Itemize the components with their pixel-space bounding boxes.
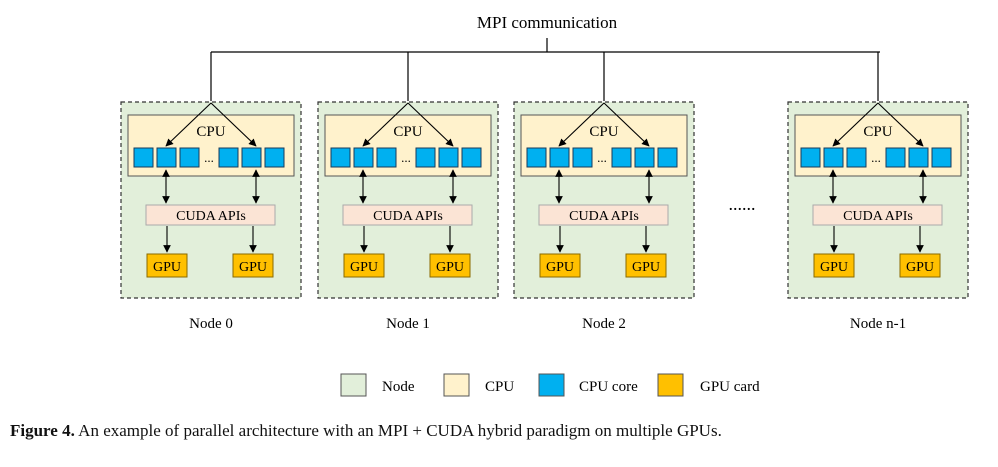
node-label: Node n-1 xyxy=(850,316,906,332)
cpu-core xyxy=(611,147,632,168)
gpu-label: GPU xyxy=(820,260,848,275)
cuda-label: CUDA APIs xyxy=(843,209,913,224)
cuda-label: CUDA APIs xyxy=(373,209,443,224)
cpu-core xyxy=(264,147,285,168)
cpu-label: CPU xyxy=(863,124,892,140)
cpu-core xyxy=(438,147,459,168)
dispatch-arrow xyxy=(877,102,924,147)
node-label: Node 0 xyxy=(189,316,233,332)
gpu-card xyxy=(343,253,385,278)
dispatch-arrow xyxy=(832,102,879,147)
cpu-label: CPU xyxy=(589,124,618,140)
legend-label: CPU core xyxy=(579,379,638,395)
figure-caption: Figure 4. An example of parallel archite… xyxy=(10,421,722,441)
gpu-label: GPU xyxy=(632,260,660,275)
gpu-card xyxy=(899,253,941,278)
cuda-box xyxy=(145,204,276,226)
legend-swatch xyxy=(657,373,684,397)
cpu-core xyxy=(931,147,952,168)
cpu-core xyxy=(572,147,593,168)
node-label: Node 2 xyxy=(582,316,626,332)
caption-prefix: Figure 4. xyxy=(10,421,75,440)
cpu-core xyxy=(885,147,906,168)
gpu-card xyxy=(539,253,581,278)
legend-item: CPU core xyxy=(538,373,638,397)
core-ellipsis: ... xyxy=(597,150,607,165)
gpu-label: GPU xyxy=(350,260,378,275)
cpu-core xyxy=(133,147,154,168)
cpu-core xyxy=(461,147,482,168)
dispatch-arrow xyxy=(362,102,409,147)
cpu-core xyxy=(823,147,844,168)
gpu-card xyxy=(813,253,855,278)
diagram-title: MPI communication xyxy=(477,13,618,32)
gpu-card xyxy=(429,253,471,278)
gpu-card xyxy=(232,253,274,278)
legend: Node CPU CPU core GPU card xyxy=(340,373,760,397)
cpu-core xyxy=(800,147,821,168)
cpu-core xyxy=(657,147,678,168)
cpu-core xyxy=(330,147,351,168)
legend-item: Node xyxy=(340,373,415,397)
cpu-core xyxy=(634,147,655,168)
gpu-label: GPU xyxy=(153,260,181,275)
dispatch-arrow xyxy=(558,102,605,147)
cpu-label: CPU xyxy=(196,124,225,140)
gpu-label: GPU xyxy=(906,260,934,275)
legend-item: GPU card xyxy=(657,373,760,397)
cpu-core xyxy=(415,147,436,168)
cpu-core xyxy=(241,147,262,168)
dispatch-arrow xyxy=(165,102,212,147)
legend-label: GPU card xyxy=(700,379,760,395)
gpu-card xyxy=(625,253,667,278)
cpu-core xyxy=(846,147,867,168)
legend-label: CPU xyxy=(485,379,514,395)
node-label: Node 1 xyxy=(386,316,430,332)
gpu-card xyxy=(146,253,188,278)
dispatch-arrow xyxy=(407,102,454,147)
cpu-core xyxy=(353,147,374,168)
caption-text: An example of parallel architecture with… xyxy=(74,421,722,440)
cuda-label: CUDA APIs xyxy=(176,209,246,224)
gpu-label: GPU xyxy=(546,260,574,275)
cpu-core xyxy=(376,147,397,168)
cpu-core xyxy=(156,147,177,168)
gpu-label: GPU xyxy=(436,260,464,275)
cuda-box xyxy=(538,204,669,226)
cpu-core xyxy=(526,147,547,168)
legend-label: Node xyxy=(382,379,415,395)
mpi-bus xyxy=(211,38,880,53)
cpu-core xyxy=(179,147,200,168)
gpu-label: GPU xyxy=(239,260,267,275)
cpu-core xyxy=(908,147,929,168)
node-ellipsis: ...... xyxy=(729,194,756,214)
legend-swatch xyxy=(443,373,470,397)
cuda-box xyxy=(342,204,473,226)
legend-swatch xyxy=(340,373,367,397)
core-ellipsis: ... xyxy=(871,150,881,165)
cuda-label: CUDA APIs xyxy=(569,209,639,224)
dispatch-arrow xyxy=(210,102,257,147)
legend-item: CPU xyxy=(443,373,514,397)
core-ellipsis: ... xyxy=(401,150,411,165)
cpu-core xyxy=(218,147,239,168)
dispatch-arrow xyxy=(603,102,650,147)
cuda-box xyxy=(812,204,943,226)
core-ellipsis: ... xyxy=(204,150,214,165)
cpu-label: CPU xyxy=(393,124,422,140)
cpu-core xyxy=(549,147,570,168)
legend-swatch xyxy=(538,373,565,397)
